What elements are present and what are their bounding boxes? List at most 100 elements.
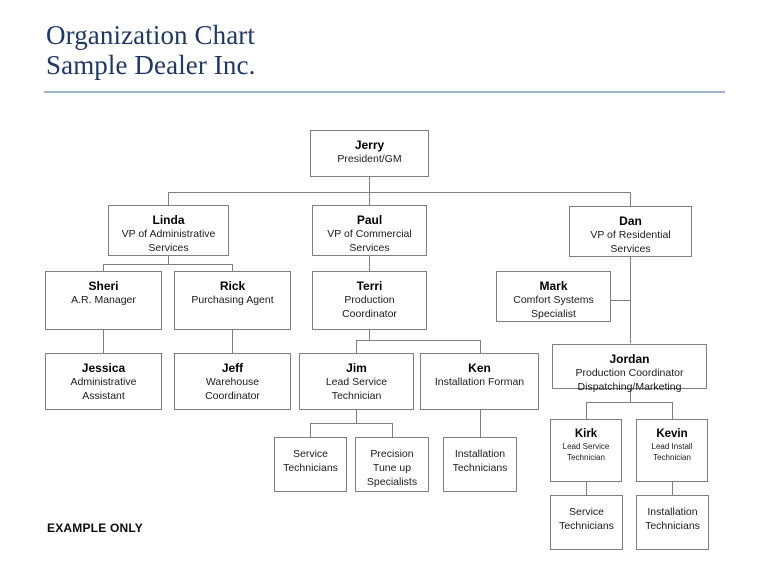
- connector-terri-down: [369, 329, 370, 341]
- org-node-title-line-1: VP of Residential: [590, 229, 671, 241]
- connector-bus-to-paul: [369, 192, 370, 206]
- org-node-title-line-2: Technicians: [645, 520, 700, 532]
- connector-paul-to-terri: [369, 255, 370, 272]
- org-node-service-technicians-commercial[interactable]: Service Technicians: [274, 437, 347, 492]
- org-node-title-line-2: Technicians: [559, 520, 614, 532]
- org-node-linda[interactable]: Linda VP of Administrative Services: [108, 205, 229, 256]
- connector-bus-to-rick: [232, 264, 233, 272]
- connector-bus-to-sheri: [103, 264, 104, 272]
- org-node-name: Sheri: [88, 279, 119, 293]
- org-node-mark[interactable]: Mark Comfort Systems Specialist: [496, 271, 611, 322]
- connector-bus-to-kevin: [672, 402, 673, 419]
- page-title-line-1: Organization Chart: [46, 20, 255, 50]
- org-node-title-line-2: Technician: [653, 452, 691, 462]
- org-node-title-line-2: Assistant: [82, 389, 125, 402]
- org-node-title-line-2: Coordinator: [342, 307, 397, 320]
- org-node-title-line-1: Production: [344, 294, 395, 306]
- org-node-kevin[interactable]: Kevin Lead Install Technician: [636, 419, 708, 482]
- connector-jordan-down: [630, 388, 631, 403]
- org-node-terri[interactable]: Terri Production Coordinator: [312, 271, 427, 330]
- connector-linda-down: [168, 255, 169, 265]
- connector-rick-to-jeff: [232, 329, 233, 353]
- org-node-installation-technicians-residential[interactable]: Installation Technicians: [636, 495, 709, 550]
- org-node-jordan[interactable]: Jordan Production Coordinator Dispatchin…: [552, 344, 707, 393]
- page-title-line-2: Sample Dealer Inc.: [46, 50, 256, 80]
- org-node-title-line-2: Technicians: [283, 462, 338, 474]
- org-node-title-line-2: Specialist: [531, 307, 576, 320]
- connector-bus-to-jim: [356, 340, 357, 353]
- connector-jim-down: [356, 409, 357, 424]
- connector-ken-to-installation-technicians: [480, 409, 481, 437]
- org-node-jessica[interactable]: Jessica Administrative Assistant: [45, 353, 162, 410]
- org-node-title-line-1: Production Coordinator: [575, 367, 684, 379]
- org-node-title-line-1: Lead Install: [651, 442, 693, 451]
- org-node-name: Kirk: [574, 428, 598, 440]
- org-node-title-line-3: Specialists: [366, 476, 418, 488]
- org-node-name: Paul: [356, 213, 383, 227]
- connector-dan-to-mark: [610, 300, 631, 301]
- example-only-label: EXAMPLE ONLY: [47, 521, 143, 535]
- connector-linda-bus: [103, 264, 233, 265]
- org-node-name: Jeff: [221, 361, 244, 375]
- org-node-title-line-1: Installation: [454, 448, 506, 460]
- org-node-sheri[interactable]: Sheri A.R. Manager: [45, 271, 162, 330]
- org-node-title-line-2: Services: [148, 241, 189, 254]
- connector-jerry-down: [369, 176, 370, 193]
- org-node-rick[interactable]: Rick Purchasing Agent: [174, 271, 291, 330]
- org-node-title-line-1: A.R. Manager: [71, 294, 136, 306]
- connector-jim-bus: [310, 423, 393, 424]
- connector-bus-to-precision-specialists: [392, 423, 393, 437]
- org-node-title-line-2: Dispatching/Marketing: [577, 380, 682, 393]
- org-node-title-line-1: Purchasing Agent: [191, 294, 274, 306]
- org-node-title-line-1: President/GM: [337, 153, 402, 165]
- org-node-name: Jessica: [81, 361, 126, 375]
- title-divider: [44, 91, 725, 93]
- org-node-installation-technicians-commercial[interactable]: Installation Technicians: [443, 437, 517, 492]
- org-node-paul[interactable]: Paul VP of Commercial Services: [312, 205, 427, 256]
- org-node-name: Jordan: [609, 352, 650, 366]
- connector-kirk-to-service-technicians: [586, 481, 587, 495]
- org-node-title-line-2: Technicians: [452, 462, 508, 474]
- page-title: Organization Chart Sample Dealer Inc.: [46, 20, 726, 80]
- org-node-name: Ken: [468, 361, 491, 375]
- connector-bus-to-ken: [480, 340, 481, 353]
- org-node-kirk[interactable]: Kirk Lead Service Technician: [550, 419, 622, 482]
- org-node-title-line-1: Installation: [647, 506, 698, 518]
- org-node-title-line-1: Warehouse: [205, 376, 260, 388]
- connector-sheri-to-jessica: [103, 329, 104, 353]
- org-node-title-line-1: Lead Service: [325, 376, 388, 388]
- org-node-title-line-1: VP of Administrative: [121, 228, 216, 240]
- org-node-title-line-2: Services: [610, 242, 651, 255]
- org-node-name: Jim: [346, 361, 367, 375]
- org-node-jeff[interactable]: Jeff Warehouse Coordinator: [174, 353, 291, 410]
- org-node-title-line-2: Coordinator: [205, 389, 260, 402]
- org-node-name: Linda: [152, 213, 185, 227]
- org-node-title-line-2: Tune up: [372, 462, 412, 474]
- org-node-name: Terri: [356, 279, 383, 293]
- org-node-name: Mark: [539, 279, 568, 293]
- connector-jordan-bus: [586, 402, 673, 403]
- connector-bus-to-linda: [168, 192, 169, 206]
- org-node-title-line-1: Comfort Systems: [513, 294, 594, 306]
- org-node-service-technicians-residential[interactable]: Service Technicians: [550, 495, 623, 550]
- org-node-title-line-1: Administrative: [70, 376, 137, 388]
- org-node-ken[interactable]: Ken Installation Forman: [420, 353, 539, 410]
- org-node-name: Jerry: [354, 138, 385, 152]
- connector-bus-to-service-technicians: [310, 423, 311, 437]
- org-node-title-line-1: Service: [292, 448, 328, 460]
- connector-terri-bus: [356, 340, 481, 341]
- org-node-precision-tuneup-specialists[interactable]: Precision Tune up Specialists: [355, 437, 429, 492]
- org-node-jerry[interactable]: Jerry President/GM: [310, 130, 429, 177]
- org-node-dan[interactable]: Dan VP of Residential Services: [569, 206, 692, 257]
- connector-bus-to-dan: [630, 192, 631, 206]
- org-node-title-line-1: Precision: [370, 448, 414, 460]
- connector-kevin-to-installation-technicians: [672, 481, 673, 495]
- org-node-title-line-1: VP of Commercial: [327, 228, 412, 240]
- connector-dan-down: [630, 255, 631, 343]
- connector-bus-to-kirk: [586, 402, 587, 419]
- org-node-title-line-1: Lead Service: [562, 442, 610, 451]
- org-node-name: Rick: [219, 279, 246, 293]
- org-node-title-line-2: Technician: [567, 452, 605, 462]
- org-node-jim[interactable]: Jim Lead Service Technician: [299, 353, 414, 410]
